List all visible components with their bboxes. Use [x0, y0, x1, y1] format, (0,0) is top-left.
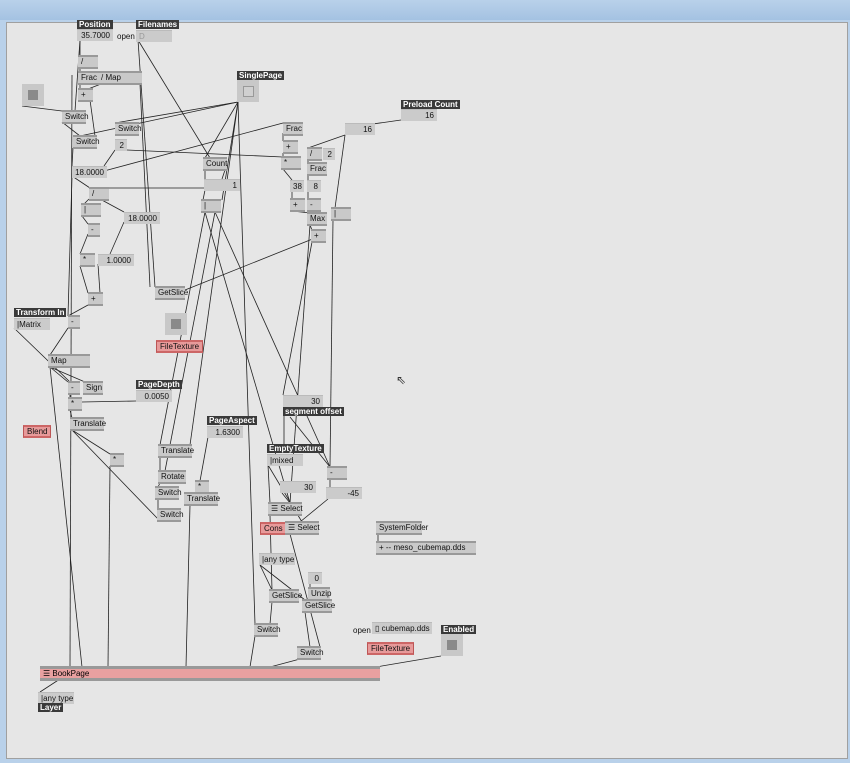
layer-label: Layer	[38, 703, 64, 712]
preload-count-label: Preload Count	[401, 100, 460, 109]
window-title-bar	[0, 0, 850, 20]
filetexture-node[interactable]: FileTexture	[156, 340, 204, 353]
anytype-box[interactable]: |any type	[38, 692, 74, 704]
value-box[interactable]: 18.0000	[124, 212, 160, 224]
value-box[interactable]: 30	[280, 481, 316, 493]
anytype-box[interactable]: |any type	[259, 553, 295, 565]
translate-node[interactable]: Translate	[184, 492, 220, 506]
getslice-node[interactable]: GetSlice	[302, 599, 335, 613]
emptytexture-label: EmptyTexture	[267, 444, 324, 453]
switch-node[interactable]: Switch	[115, 122, 142, 136]
count-node[interactable]: Count	[203, 157, 227, 171]
subtract-node[interactable]: -	[327, 466, 347, 480]
multiply-node[interactable]: *	[80, 253, 95, 267]
value-box[interactable]: 16	[345, 123, 375, 135]
add-node[interactable]: +	[311, 229, 326, 243]
rotate-node[interactable]: Rotate	[158, 470, 186, 484]
value-box[interactable]: 2	[323, 148, 335, 160]
segment-offset-label: segment offset	[283, 407, 344, 416]
preload-count-box[interactable]: 16	[401, 109, 437, 121]
pagedepth-label: PageDepth	[136, 380, 182, 389]
pageaspect-box[interactable]: 1.6300	[207, 426, 243, 438]
multiply-node[interactable]: *	[110, 453, 124, 467]
value-box[interactable]: 1	[204, 179, 240, 191]
pipe-node[interactable]: |	[201, 199, 221, 213]
value-box[interactable]: 38	[290, 180, 304, 192]
subtract-node[interactable]: -	[68, 315, 80, 329]
getslice-node[interactable]: GetSlice	[269, 589, 302, 603]
texture-preview[interactable]	[165, 313, 187, 335]
select-node[interactable]: ☰ Select	[285, 521, 320, 535]
translate-node[interactable]: Translate	[70, 417, 106, 431]
filenames-label: Filenames	[136, 20, 180, 29]
enabled-toggle[interactable]	[441, 634, 463, 656]
divide-node[interactable]: /	[89, 187, 109, 201]
sign-node[interactable]: Sign	[83, 381, 103, 395]
add-node[interactable]: +	[78, 88, 93, 102]
map-node[interactable]: Map	[48, 354, 90, 368]
subtract-node[interactable]: -	[68, 381, 80, 395]
bookpage-node[interactable]: ☰ BookPage	[40, 666, 380, 681]
cubemap-file-box[interactable]: ▯ cubemap.dds	[372, 622, 432, 634]
switch-node[interactable]: Switch	[73, 135, 100, 149]
position-label: Position	[77, 20, 113, 29]
pagedepth-box[interactable]: 0.0050	[136, 390, 172, 402]
switch-node[interactable]: Switch	[254, 623, 281, 637]
enabled-label: Enabled	[441, 625, 477, 634]
divide-node[interactable]: /	[78, 55, 98, 69]
value-box[interactable]: 30	[283, 395, 323, 407]
value-box[interactable]: -45	[326, 487, 362, 499]
cubemap-path-box[interactable]: + -- meso_cubemap.dds	[376, 541, 476, 555]
switch-node[interactable]: Switch	[297, 646, 324, 660]
add-node[interactable]: +	[283, 140, 298, 154]
switch-node[interactable]: Switch	[62, 110, 89, 124]
transform-in-box[interactable]: |Matrix	[14, 318, 50, 330]
cons-node[interactable]: Cons	[260, 522, 287, 535]
pipe-node[interactable]: |	[331, 207, 351, 221]
open-label: open	[117, 32, 135, 41]
transform-in-label: Transform In	[14, 308, 67, 317]
filetexture-node[interactable]: FileTexture	[367, 642, 415, 655]
subtract-node[interactable]: -	[88, 223, 100, 237]
value-box[interactable]: 8	[307, 180, 321, 192]
switch-node[interactable]: Switch	[155, 486, 182, 500]
switch-node[interactable]: Switch	[157, 508, 184, 522]
value-box[interactable]: 0	[308, 572, 322, 584]
map-node[interactable]: / Map	[98, 71, 142, 85]
toggle-button[interactable]	[22, 84, 44, 106]
blend-node[interactable]: Blend	[23, 425, 52, 438]
mouse-cursor-icon: ⇖	[396, 373, 407, 387]
translate-node[interactable]: Translate	[158, 444, 194, 458]
frac-node[interactable]: Frac	[78, 71, 98, 85]
subtract-node[interactable]: -	[307, 198, 321, 212]
add-node[interactable]: +	[88, 292, 103, 306]
value-box[interactable]: 2	[115, 139, 127, 151]
open-label: open	[353, 626, 371, 635]
systemfolder-node[interactable]: SystemFolder	[376, 521, 428, 535]
pageaspect-label: PageAspect	[207, 416, 257, 425]
frac-node[interactable]: Frac	[307, 162, 327, 176]
filenames-box[interactable]: D	[136, 30, 172, 42]
value-box[interactable]: 1.0000	[98, 254, 134, 266]
select-node[interactable]: ☰ Select	[268, 502, 303, 516]
getslice-node[interactable]: GetSlice	[155, 286, 188, 300]
pipe-node[interactable]: |	[81, 203, 101, 217]
max-node[interactable]: Max	[307, 212, 327, 226]
divide-node[interactable]: /	[307, 147, 322, 161]
emptytexture-box[interactable]: |mixed	[267, 454, 303, 466]
multiply-node[interactable]: *	[281, 156, 301, 170]
singlepage-label: SinglePage	[237, 71, 285, 80]
position-value-box[interactable]: 35.7000	[77, 29, 113, 41]
value-box[interactable]: 18.0000	[72, 166, 107, 178]
singlepage-toggle[interactable]	[237, 80, 259, 102]
frac-node[interactable]: Frac	[283, 122, 303, 136]
multiply-node[interactable]: *	[68, 397, 82, 411]
add-node[interactable]: +	[290, 198, 305, 212]
